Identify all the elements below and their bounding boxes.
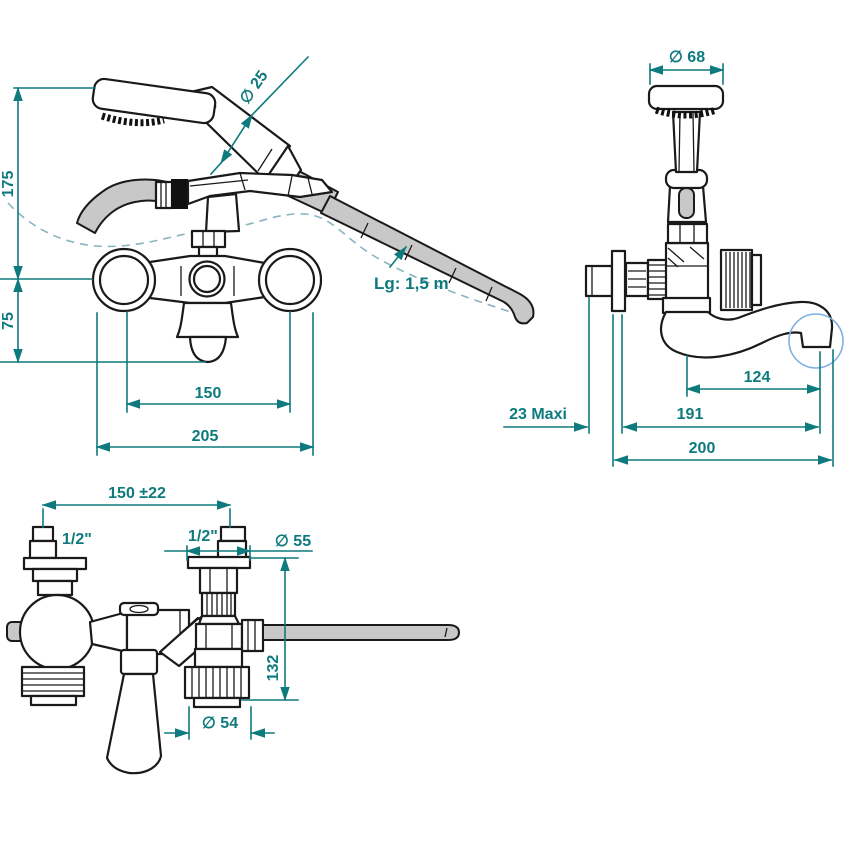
body-nut	[190, 229, 227, 249]
head-top-circle	[18, 593, 96, 671]
hose-coupling-ribs	[725, 252, 751, 308]
dim-150-label: 150	[195, 385, 222, 402]
crossbar-ticks	[180, 266, 235, 296]
left-inlet-stub-top	[31, 525, 55, 543]
handshower-spray-face-side	[654, 106, 718, 119]
right-flange	[186, 555, 252, 570]
dim-132-label: 132	[265, 655, 282, 682]
wall-flange	[610, 249, 627, 313]
handshower-spray-face	[100, 112, 165, 127]
hose-coupling-cap	[750, 253, 763, 307]
inlet-spacing-label: 150 ±22	[108, 485, 166, 502]
spout-collar-side	[661, 296, 712, 315]
cradle-top	[118, 601, 160, 617]
left-inlet-stub	[28, 539, 58, 560]
bell-outlet	[175, 301, 240, 339]
dim-75-label: 75	[0, 312, 17, 330]
dim-175-label: 175	[0, 171, 17, 198]
diverter-body-top	[194, 622, 244, 651]
cradle-arm	[186, 171, 334, 206]
spout-collar-ribs	[160, 183, 167, 207]
head-diameter-label: ∅ 68	[669, 49, 705, 66]
tube-coupling-top	[240, 618, 265, 653]
right-column	[198, 566, 239, 595]
right-inlet-stub-top	[219, 525, 247, 543]
diverter-lever	[678, 187, 695, 219]
top-view-dimensions: 150 ±22 1/2" 1/2" ∅ 55 132 ∅ 54	[41, 485, 313, 740]
front-view-dimensions: 175 75 150 205 ∅ 25 Lg: 1,5 m	[0, 55, 449, 456]
wall-max-label: 23 Maxi	[509, 406, 567, 423]
diverter-taper-top	[197, 614, 241, 626]
top-view: 150 ±22 1/2" 1/2" ∅ 55 132 ∅ 54	[6, 485, 460, 775]
left-handle-inner	[98, 254, 150, 306]
left-flange	[22, 556, 88, 571]
spout-taper-top	[105, 672, 163, 775]
diverter-nut	[666, 222, 709, 245]
hose-guide-dashed-curve	[7, 202, 524, 317]
wall-spout	[659, 300, 834, 359]
center-cap-inner	[192, 264, 222, 294]
right-connector-base	[192, 696, 242, 709]
right-inlet-size-label: 1/2"	[188, 528, 218, 545]
spout-collar	[154, 180, 174, 210]
valve-body-hatch	[666, 246, 708, 268]
side-view-dimensions: ∅ 68 124 23 Maxi 191 200	[503, 49, 834, 467]
body-column	[204, 192, 241, 234]
inlet-thread-block	[646, 258, 669, 301]
right-lower-joint	[193, 647, 244, 669]
handset-neck-side	[671, 110, 702, 174]
handshower-head	[91, 77, 217, 125]
right-handle-inner	[264, 254, 316, 306]
dim-205-label: 205	[192, 428, 219, 445]
body-cone-top	[88, 610, 129, 654]
body-nut-facets	[202, 231, 215, 247]
cradle-details	[189, 172, 313, 197]
front-view: 175 75 150 205 ∅ 25 Lg: 1,5 m	[0, 55, 535, 456]
spout-black-band	[171, 179, 188, 209]
escutcheon-diameter-label: ∅ 55	[275, 533, 311, 550]
left-column	[31, 567, 79, 583]
left-connector-base	[29, 694, 78, 707]
valve-body	[664, 241, 710, 307]
connector-diameter-label: ∅ 54	[202, 715, 238, 732]
hose-segment-ticks	[360, 222, 493, 302]
hose-length-label: Lg: 1,5 m	[374, 274, 449, 293]
wall-stub	[584, 264, 614, 298]
dim-124-label: 124	[744, 369, 771, 386]
dim-191-label: 191	[677, 406, 704, 423]
inlet-connector-threads	[628, 270, 646, 288]
bell-outlet-dome	[188, 335, 228, 364]
dim-200-label: 200	[689, 440, 716, 457]
shower-hose	[320, 195, 535, 325]
left-inlet-size-label: 1/2"	[62, 531, 92, 548]
left-column-2	[36, 579, 74, 597]
tub-spout	[76, 178, 172, 234]
handset-diameter-label: ∅ 25	[237, 68, 272, 107]
right-ribbed-connector	[183, 665, 251, 700]
side-view: ∅ 68 124 23 Maxi 191 200	[503, 49, 844, 467]
spout-tip-highlight-circle	[788, 313, 844, 369]
right-inlet-stub	[216, 539, 248, 560]
lever-tube-top	[262, 624, 460, 641]
handshower-head-side	[647, 84, 725, 111]
spout-collar-top	[119, 648, 159, 676]
